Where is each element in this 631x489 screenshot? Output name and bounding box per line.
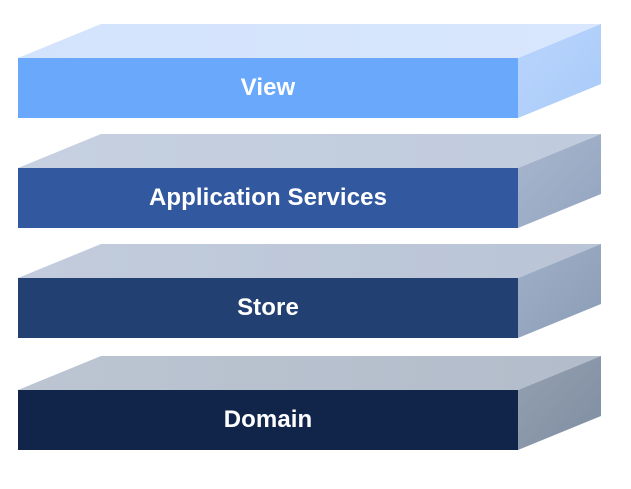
- layer-side-face-application-services: [518, 134, 601, 228]
- layer-front-face-store[interactable]: [18, 278, 518, 338]
- layer-top-face-store: [18, 244, 601, 278]
- layer-top-face-view: [18, 24, 601, 58]
- layer-front-face-application-services[interactable]: [18, 168, 518, 228]
- layer-front-face-domain[interactable]: [18, 390, 518, 450]
- layer-top-face-application-services: [18, 134, 601, 168]
- layer-top-face-domain: [18, 356, 601, 390]
- layer-side-face-view: [518, 24, 601, 118]
- layer-side-face-store: [518, 244, 601, 338]
- layer-front-face-view[interactable]: [18, 58, 518, 118]
- layer-side-face-domain: [518, 356, 601, 450]
